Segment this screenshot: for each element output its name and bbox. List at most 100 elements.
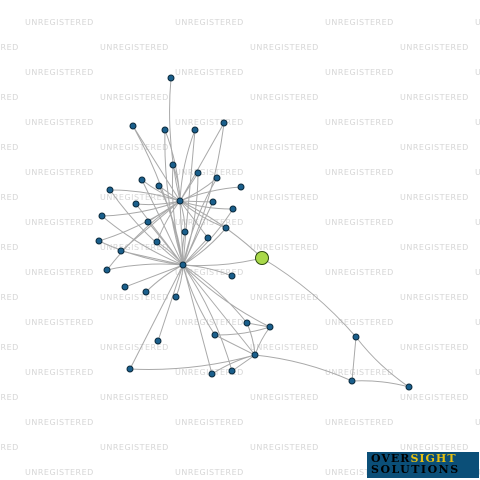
network-edge [182,172,199,266]
watermark-text: UNREGISTERED [0,243,19,252]
watermark-text: UNREGISTERED [400,43,469,52]
network-edge [214,334,256,356]
network-edge [164,129,184,266]
network-node[interactable] [155,182,163,190]
watermark-text: UNREGISTERED [325,218,394,227]
network-node[interactable] [153,238,161,246]
network-edge [254,354,353,382]
watermark-text: UNREGISTERED [475,168,480,177]
network-node[interactable] [211,331,219,339]
watermark-text: UNREGISTERED [250,443,319,452]
network-node[interactable] [348,377,356,385]
network-node[interactable] [144,218,152,226]
watermark-text: UNREGISTERED [100,143,169,152]
watermark-text: UNREGISTERED [325,368,394,377]
network-node[interactable] [103,266,111,274]
network-node[interactable] [142,288,150,296]
network-node[interactable] [194,169,202,177]
network-node[interactable] [208,370,216,378]
network-node[interactable] [220,119,228,127]
network-edge [109,189,181,202]
watermark-text: UNREGISTERED [400,393,469,402]
logo-word-solutions: SOLUTIONS [371,463,460,476]
watermark-text: UNREGISTERED [0,93,19,102]
watermark-text: UNREGISTERED [400,243,469,252]
network-edge [351,336,357,382]
network-edge [179,129,196,202]
watermark-text: UNREGISTERED [100,243,169,252]
network-node[interactable] [209,198,217,206]
watermark-text: UNREGISTERED [400,93,469,102]
network-edge [182,257,263,267]
watermark-text: UNREGISTERED [400,443,469,452]
network-edge [124,264,184,288]
network-node[interactable] [213,174,221,182]
network-edge [214,326,271,336]
network-node[interactable] [405,383,413,391]
watermark-text: UNREGISTERED [100,293,169,302]
network-node[interactable] [229,205,237,213]
network-node[interactable] [121,283,129,291]
network-edge [171,164,184,266]
network-node[interactable] [251,351,259,359]
watermark-text: UNREGISTERED [475,68,480,77]
watermark-text: UNREGISTERED [400,193,469,202]
watermark-text: UNREGISTERED [0,143,19,152]
network-node[interactable] [243,319,251,327]
network-node[interactable] [169,161,177,169]
highlighted-node[interactable] [255,251,269,265]
network-edge [98,240,184,266]
watermark-text: UNREGISTERED [100,93,169,102]
network-edge [182,227,227,266]
network-node[interactable] [172,293,180,301]
network-edge [179,200,227,229]
watermark-text: UNREGISTERED [25,118,94,127]
watermark-text: UNREGISTERED [0,393,19,402]
watermark-text: UNREGISTERED [175,418,244,427]
watermark-text: UNREGISTERED [400,143,469,152]
network-node[interactable] [181,228,189,236]
network-node[interactable] [204,234,212,242]
network-edge [182,201,214,266]
network-node[interactable] [117,247,125,255]
network-node[interactable] [228,367,236,375]
network-node[interactable] [138,176,146,184]
watermark-text: UNREGISTERED [25,468,94,477]
watermark-text: UNREGISTERED [100,193,169,202]
network-edge [129,264,184,370]
network-node[interactable] [222,224,230,232]
oversight-solutions-logo: OVERSIGHT SOLUTIONS [367,452,479,478]
watermark-text: UNREGISTERED [100,393,169,402]
network-node[interactable] [132,200,140,208]
network-node[interactable] [228,272,236,280]
network-edge [141,179,184,266]
watermark-text: UNREGISTERED [175,468,244,477]
watermark-text: UNREGISTERED [475,318,480,327]
network-node[interactable] [179,261,187,269]
network-node[interactable] [191,126,199,134]
network-edge [179,177,218,202]
watermark-text: UNREGISTERED [100,443,169,452]
network-node[interactable] [176,197,184,205]
network-node[interactable] [129,122,137,130]
network-edge [101,215,184,266]
watermark-text: UNREGISTERED [250,243,319,252]
network-node[interactable] [154,337,162,345]
network-node[interactable] [237,183,245,191]
watermark-text: UNREGISTERED [25,68,94,77]
network-edge [169,77,181,202]
network-node[interactable] [352,333,360,341]
network-node[interactable] [98,212,106,220]
network-node[interactable] [126,365,134,373]
watermark-text: UNREGISTERED [325,418,394,427]
network-node[interactable] [106,186,114,194]
watermark-text: UNREGISTERED [175,318,244,327]
network-node[interactable] [167,74,175,82]
watermark-text: UNREGISTERED [325,68,394,77]
watermark-text: UNREGISTERED [325,468,394,477]
network-edge [156,200,181,243]
network-node[interactable] [161,126,169,134]
network-node[interactable] [266,323,274,331]
network-node[interactable] [95,237,103,245]
